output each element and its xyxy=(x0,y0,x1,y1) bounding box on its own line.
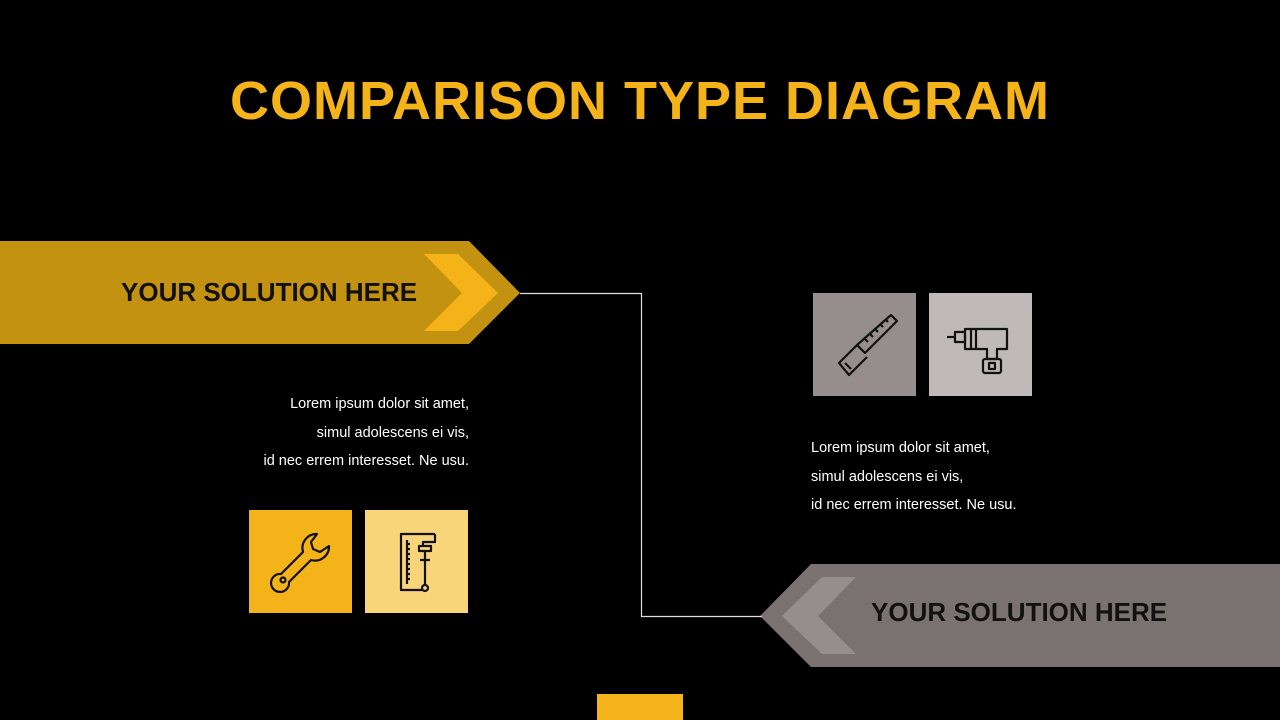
clamp-icon xyxy=(399,532,436,592)
footer-accent-bar xyxy=(597,694,683,720)
left-text-line: id nec errem interesset. Ne usu. xyxy=(263,453,469,469)
drill-tile xyxy=(929,293,1032,396)
wrench-tile xyxy=(249,510,352,613)
connector-line xyxy=(520,292,762,618)
left-arrow-banner xyxy=(0,241,520,344)
clamp-tile xyxy=(365,510,468,613)
right-text-line: id nec errem interesset. Ne usu. xyxy=(811,497,1017,513)
right-description: Lorem ipsum dolor sit amet, simul adoles… xyxy=(811,434,1071,520)
left-banner-label: YOUR SOLUTION HERE xyxy=(121,277,418,307)
drill-icon xyxy=(946,327,1008,374)
page-title: COMPARISON TYPE DIAGRAM xyxy=(229,71,1051,131)
saw-tile xyxy=(813,293,916,396)
right-banner-label: YOUR SOLUTION HERE xyxy=(871,597,1168,627)
left-description: Lorem ipsum dolor sit amet, simul adoles… xyxy=(200,390,469,476)
right-arrow-banner xyxy=(760,564,1280,667)
left-text-line: Lorem ipsum dolor sit amet, xyxy=(290,396,469,412)
saw-icon xyxy=(837,313,898,376)
wrench-icon xyxy=(269,532,330,593)
right-text-line: simul adolescens ei vis, xyxy=(811,468,964,485)
right-text-line: Lorem ipsum dolor sit amet, xyxy=(811,440,990,456)
left-text-line: simul adolescens ei vis, xyxy=(316,424,469,441)
